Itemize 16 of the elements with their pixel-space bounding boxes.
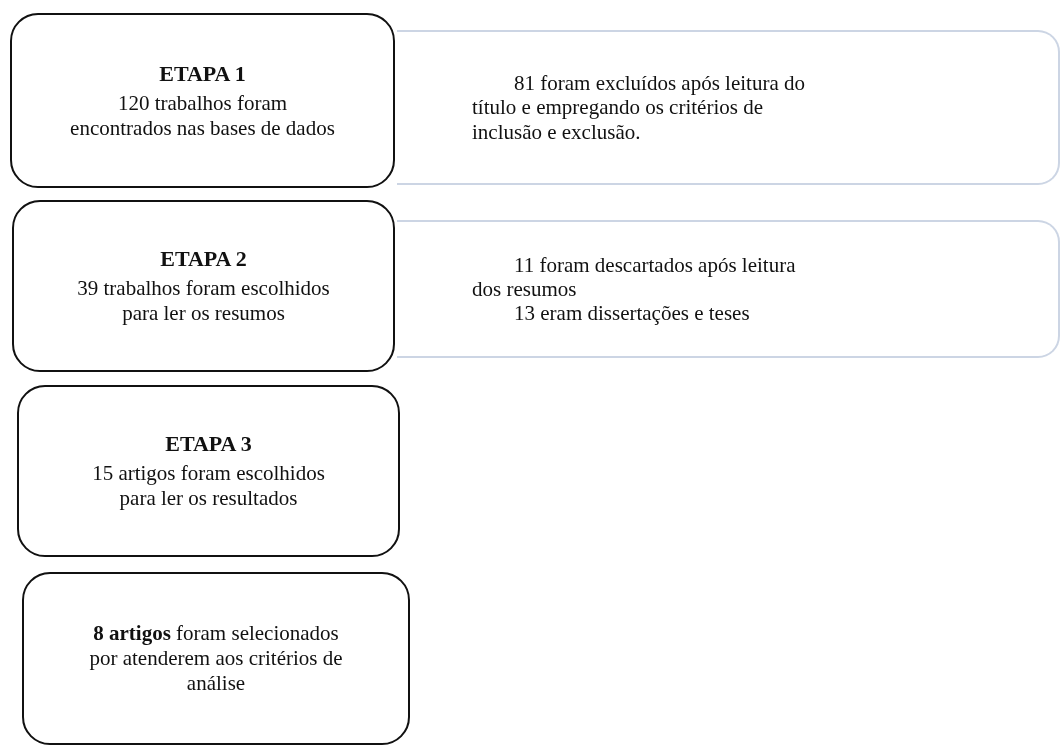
stage-box — [17, 385, 400, 557]
note-text: 81 foram excluídos após leitura do título e empregando os critérios de inclusão e exclusão. — [472, 71, 806, 144]
note-box — [397, 220, 1060, 358]
note-text: 13 eram dissertações e teses — [513, 301, 751, 326]
stage-text: 8 artigos foram selecionados por atenderem aos critérios de análise — [88, 621, 344, 696]
stage-text: 120 trabalhos foram encontrados nas bases de dados — [69, 90, 336, 141]
stage-box — [22, 572, 410, 745]
stage-text: 39 trabalhos foram escolhidos para ler os resumos — [76, 276, 331, 326]
stage-box — [12, 200, 395, 372]
stage-box — [10, 13, 395, 188]
stage-heading: ETAPA 1 — [158, 60, 247, 87]
note-box — [397, 30, 1060, 185]
stage-heading: ETAPA 3 — [164, 431, 253, 458]
stage-text: 15 artigos foram escolhidos para ler os resultados — [91, 461, 326, 511]
note-text: 11 foram descartados após leitura dos resumos — [472, 252, 797, 302]
stage-heading: ETAPA 2 — [159, 246, 248, 273]
